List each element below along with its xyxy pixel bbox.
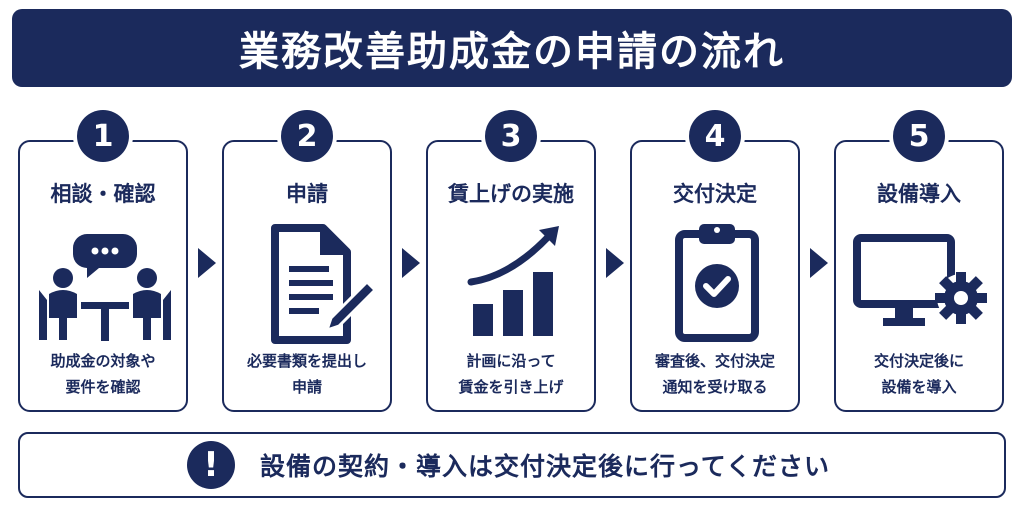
step-number-2: 2 [281,110,333,162]
step-desc-5: 交付決定後に 設備を導入 [842,348,996,400]
step-number-3: 3 [485,110,537,162]
step-desc-2-line-1: 必要書類を提出し [246,352,367,370]
step-desc-3: 計画に沿って 賃金を引き上げ [434,348,588,400]
step-desc-2-line-2: 申請 [291,378,322,396]
step-number-5: 5 [893,110,945,162]
step-desc-1-line-1: 助成金の対象や [50,352,156,370]
step-card-1: 相談・確認 助成金の対象や 要件を確認 [18,140,188,412]
arrow-right-icon [198,248,216,278]
step-desc-5-line-2: 設備を導入 [881,378,957,396]
clipboard-check-icon [675,224,759,342]
step-number-4: 4 [689,110,741,162]
step-title-5: 設備導入 [877,182,961,206]
step-desc-1-line-2: 要件を確認 [65,378,141,396]
step-desc-3-line-1: 計画に沿って [466,352,556,370]
step-card-2: 申請 必要書類を提出し 申請 [222,140,392,412]
monitor-gear-icon [853,234,987,326]
step-number-1: 1 [77,110,129,162]
step-desc-2: 必要書類を提出し 申請 [230,348,384,400]
exclamation-icon: ! [187,441,235,489]
step-desc-1: 助成金の対象や 要件を確認 [26,348,180,400]
step-desc-4-line-2: 通知を受け取る [662,378,768,396]
step-desc-4: 審査後、交付決定 通知を受け取る [638,348,792,400]
step-desc-3-line-2: 賃金を引き上げ [458,378,564,396]
step-card-5: 設備導入 交付決定 [834,140,1004,412]
step-card-3: 賃上げの実施 計画に沿って 賃金を引き上げ [426,140,596,412]
notice-banner: ! 設備の契約・導入は交付決定後に行ってください [18,432,1006,498]
consultation-icon [39,234,171,341]
step-title-2: 申請 [286,182,328,206]
step-title-1: 相談・確認 [50,182,156,206]
arrow-right-icon [810,248,828,278]
notice-text: 設備の契約・導入は交付決定後に行ってください [260,452,831,481]
arrow-right-icon [402,248,420,278]
title-banner: 業務改善助成金の申請の流れ [12,9,1012,87]
growth-chart-icon [467,226,559,336]
step-title-3: 賃上げの実施 [448,182,574,206]
step-desc-4-line-1: 審査後、交付決定 [654,352,775,370]
arrow-right-icon [606,248,624,278]
step-desc-5-line-1: 交付決定後に [873,352,964,370]
document-pen-icon [271,224,378,344]
step-title-4: 交付決定 [673,182,757,206]
step-card-4: 交付決定 審査後、交付決定 通知を受け取る [630,140,800,412]
page-title: 業務改善助成金の申請の流れ [239,29,785,75]
